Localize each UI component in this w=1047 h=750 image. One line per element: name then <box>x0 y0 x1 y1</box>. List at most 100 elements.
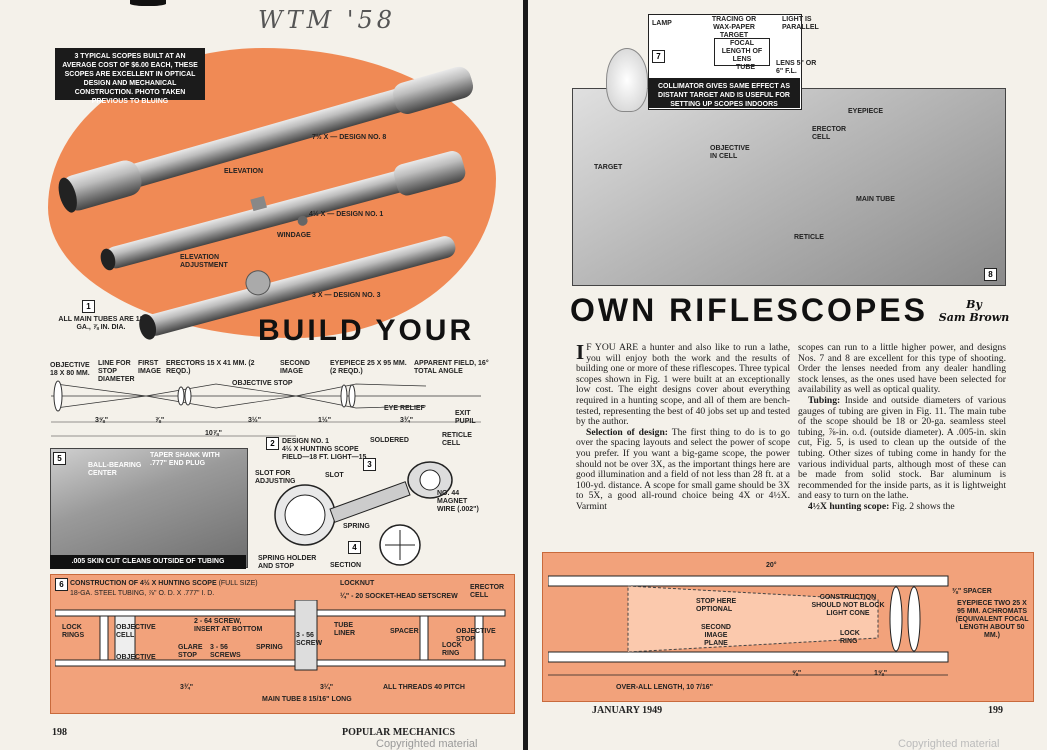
fig6-title: CONSTRUCTION OF 4½ X HUNTING SCOPE (Full… <box>70 580 258 588</box>
fig8-label-objective-in-cell: OBJECTIVE IN CELL <box>710 145 750 160</box>
fig2-dim-a: 3⅝" <box>95 417 109 424</box>
eyepiece-label-construction: CONSTRUCTION SHOULD NOT BLOCK LIGHT CONE <box>811 594 885 617</box>
fig4-label-section: SECTION <box>330 562 362 569</box>
fig6-dim-b: 3¼" <box>320 684 334 691</box>
fig6-subtitle: 18-GA. STEEL TUBING, ⅞" O. D. X .777" I.… <box>70 590 215 597</box>
fig8-label-main-tube: MAIN TUBE <box>856 196 895 203</box>
fig2-dim-total: 10⅞" <box>205 430 222 437</box>
fig6-dim-a: 3¾" <box>180 684 194 691</box>
headline-right: OWN RIFLESCOPES <box>570 292 928 328</box>
fig7-label-target: TRACING OR WAX-PAPER TARGET <box>711 16 757 39</box>
page-gutter <box>523 0 528 750</box>
fig2-number: 2 <box>266 437 279 450</box>
fig6-label-locknut: LOCKNUT <box>340 580 375 587</box>
left-page-number: 198 <box>52 727 67 738</box>
fig6-label-setscrew: ¼" - 20 SOCKET-HEAD SETSCREW <box>340 593 458 600</box>
fig6-number: 6 <box>55 578 68 591</box>
col1-para-2: Selection of design: The first thing to … <box>576 426 790 512</box>
fig6-label-objective-cell: OBJECTIVE CELL <box>116 624 156 639</box>
fig6-label-3-56-screws: 3 - 56 SCREWS <box>210 644 241 659</box>
eyepiece-label-20deg: 20° <box>766 562 777 569</box>
eyepiece-label-lock-ring: LOCK RING <box>840 630 860 645</box>
dropcap: I <box>576 340 585 364</box>
byline-name: Sam Brown <box>938 311 1010 324</box>
fig8-label-reticle: RETICLE <box>794 234 824 241</box>
fig5-number: 5 <box>53 452 66 465</box>
fig6-label-spring: SPRING <box>256 644 283 651</box>
lamp-bulb <box>606 48 648 112</box>
fig3-label-spring: SPRING <box>343 523 370 530</box>
fig3-number: 3 <box>363 458 376 471</box>
fig2-label-objective: OBJECTIVE 18 X 80 MM. <box>50 362 90 377</box>
col2-para-3: 4½X hunting scope: Fig. 2 shows the <box>808 500 955 512</box>
fig1-number: 1 <box>82 300 95 313</box>
byline: By Sam Brown <box>934 298 1014 324</box>
ink-mark <box>130 0 166 6</box>
eyepiece-label-eyepiece: EYEPIECE TWO 25 X 95 MM. ACHROMATS (EQUI… <box>955 600 1029 639</box>
eyepiece-label-second-image: SECOND IMAGE PLANE <box>701 624 731 647</box>
fig2-dim-b: ⅞" <box>155 417 165 424</box>
left-page-magazine: POPULAR MECHANICS <box>342 727 456 738</box>
fig6-dim-threads: ALL THREADS 40 PITCH <box>383 684 465 691</box>
fig2-dim-c: 3½" <box>248 417 262 424</box>
fig5-label-taper-shank: TAPER SHANK WITH .777" END PLUG <box>150 452 220 467</box>
scope-design-8 <box>58 66 474 213</box>
fig3-label-slot: SLOT <box>325 472 344 479</box>
article-column-2: scopes can run to a little higher power,… <box>798 342 1006 513</box>
eyepiece-dim-b: 1⅝" <box>874 670 888 677</box>
byline-by: By <box>966 298 982 311</box>
fig2-label-eyepiece: EYEPIECE 25 X 95 MM. (2 REQD.) <box>330 360 407 375</box>
fig3-label-reticle-cell: RETICLE CELL <box>442 432 472 447</box>
fig6-title-main: CONSTRUCTION OF 4½ X HUNTING SCOPE <box>70 580 217 587</box>
eyepiece-dim-a: ⅝" <box>792 670 802 677</box>
fig3-label-soldered: SOLDERED <box>370 437 409 444</box>
fig1-caption: 3 TYPICAL SCOPES BUILT AT AN AVERAGE COS… <box>55 48 205 105</box>
eyepiece-label-stop-optional: STOP HERE OPTIONAL <box>696 598 737 613</box>
fig2-label-eye-relief: EYE RELIEF <box>384 405 425 412</box>
left-page-watermark: Copyrighted material <box>376 738 478 750</box>
fig6-label-lock-ring: LOCK RING <box>442 642 462 657</box>
fig3-label-slot-adjusting: SLOT FOR ADJUSTING <box>255 470 296 485</box>
col2-para-1: scopes can run to a little higher power,… <box>798 342 1006 396</box>
fig1-scopes-illustration <box>58 66 474 340</box>
col2-para-2: Tubing: Inside and outside diameters of … <box>798 394 1006 502</box>
fig7-caption: COLLIMATOR GIVES SAME EFFECT AS DISTANT … <box>648 78 800 108</box>
fig6-label-2-64-screw: 2 - 64 SCREW, INSERT AT BOTTOM <box>194 618 263 633</box>
fig7-label-lamp: LAMP <box>652 20 672 27</box>
fig7-label-lens: LENS 5" OR 6" F.L. <box>776 60 817 75</box>
fig8-workbench-photo <box>572 88 1006 286</box>
fig6-cross-section <box>55 600 506 671</box>
headline-left: BUILD YOUR <box>258 314 475 347</box>
fig6-label-objective-stop: OBJECTIVE STOP <box>456 628 496 643</box>
right-page-watermark: Copyrighted material <box>898 738 1000 750</box>
fig8-number: 8 <box>984 268 997 281</box>
eyepiece-dim-overall: OVER-ALL LENGTH, 10 7/16" <box>616 684 713 691</box>
label-elevation: ELEVATION <box>224 168 264 175</box>
fig6-label-spacer: SPACER <box>390 628 419 635</box>
fig1-tubes-note: ALL MAIN TUBES ARE 18 GA., ⅞ IN. DIA. <box>58 316 144 331</box>
fig7-number: 7 <box>652 50 665 63</box>
right-page: 7 LAMP TRACING OR WAX-PAPER TARGET LIGHT… <box>528 0 1047 750</box>
fig6-label-objective: OBJECTIVE <box>116 654 156 661</box>
right-page-number: 199 <box>988 705 1003 716</box>
label-design-1: 4½ X — DESIGN No. 1 <box>309 211 384 218</box>
eyepiece-label-spacer: ⅜" SPACER <box>952 588 992 595</box>
fig7-label-focal-length: FOCAL LENGTH OF LENS <box>714 38 770 66</box>
scope-design-1 <box>100 150 466 271</box>
fig5-label-ball-bearing: BALL-BEARING CENTER <box>88 462 142 477</box>
fig7-label-light-parallel: LIGHT IS PARALLEL <box>782 16 819 31</box>
label-windage: WINDAGE <box>277 232 311 239</box>
fig2-dim-e: 3¾" <box>400 417 414 424</box>
fig5-lathe-photo <box>50 448 248 568</box>
fig3-reticle-cell-drawing <box>274 461 453 566</box>
fig8-label-erector-cell: ERECTOR CELL <box>812 126 847 141</box>
label-design-8: 7½ X — DESIGN No. 8 <box>312 134 387 141</box>
fig3-label-magnet-wire: No. 44 MAGNET WIRE (.002") <box>437 490 479 513</box>
eyepiece-cross-section <box>548 575 949 676</box>
fig6-title-note: (Full Size) <box>218 580 258 587</box>
fig6-label-3-56-screw: 3 - 56 SCREW <box>296 632 323 647</box>
fig2-dim-d: 1½" <box>318 417 332 424</box>
label-design-3: 3 X — DESIGN No. 3 <box>312 292 381 299</box>
